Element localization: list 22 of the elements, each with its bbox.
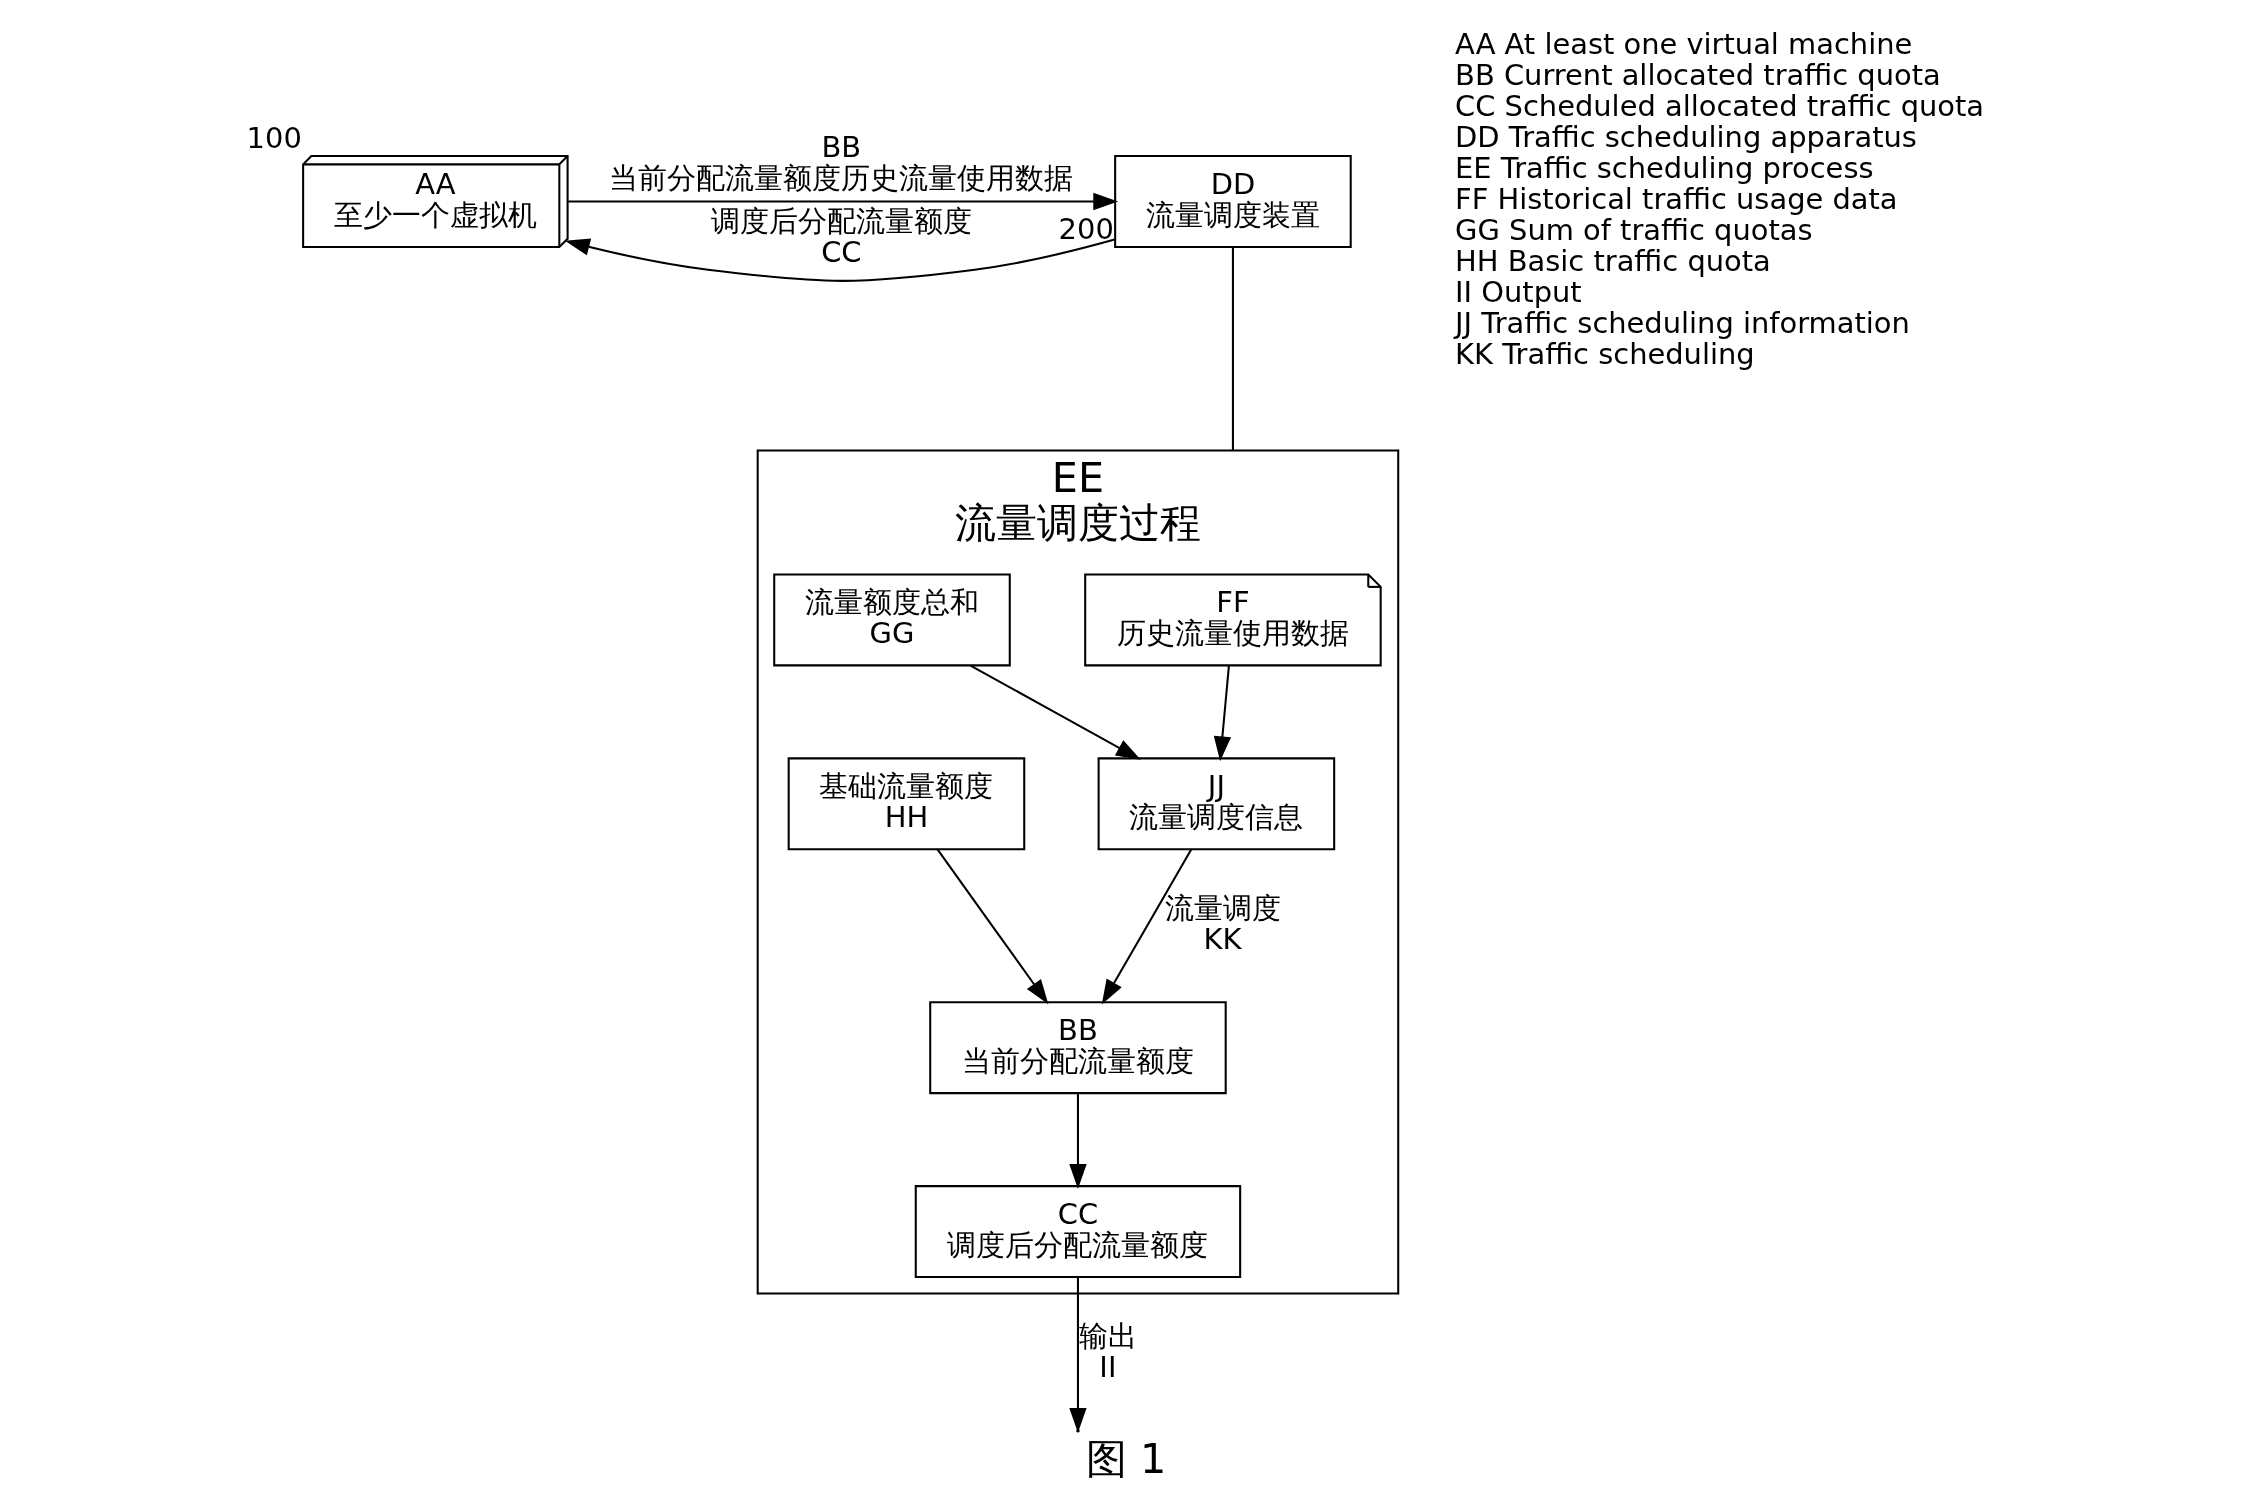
edge-label: 输出 II [1078, 1318, 1137, 1384]
edge-label: 调度后分配流量额度 CC [710, 203, 972, 269]
edge-label: 流量调度 KK [1164, 890, 1281, 956]
arrow [936, 848, 1048, 1005]
arrow [567, 192, 1118, 211]
arrow [1101, 848, 1192, 1005]
arrow [969, 664, 1141, 760]
node-box: JJ 流量调度信息 [1097, 757, 1335, 851]
node-box: CC 调度后分配流量额度 [914, 1185, 1241, 1279]
node-box: 流量额度总和 GG [772, 573, 1011, 667]
node-label: 100 [246, 121, 302, 156]
arrow [564, 238, 1115, 282]
arrow [1068, 1093, 1087, 1189]
caption: 图 1 [1085, 1434, 1166, 1483]
node-label: 200 [1058, 212, 1114, 247]
arrow [1213, 665, 1231, 762]
node-box: DD 流量调度装置 [1113, 155, 1352, 249]
connector [1231, 247, 1234, 451]
edge-label: BB 当前分配流量额度历史流量使用数据 [608, 129, 1073, 195]
node-box: BB 当前分配流量额度 [928, 1001, 1227, 1095]
node-box: 基础流量额度 HH [787, 757, 1025, 851]
label: II Output [1454, 275, 1582, 310]
